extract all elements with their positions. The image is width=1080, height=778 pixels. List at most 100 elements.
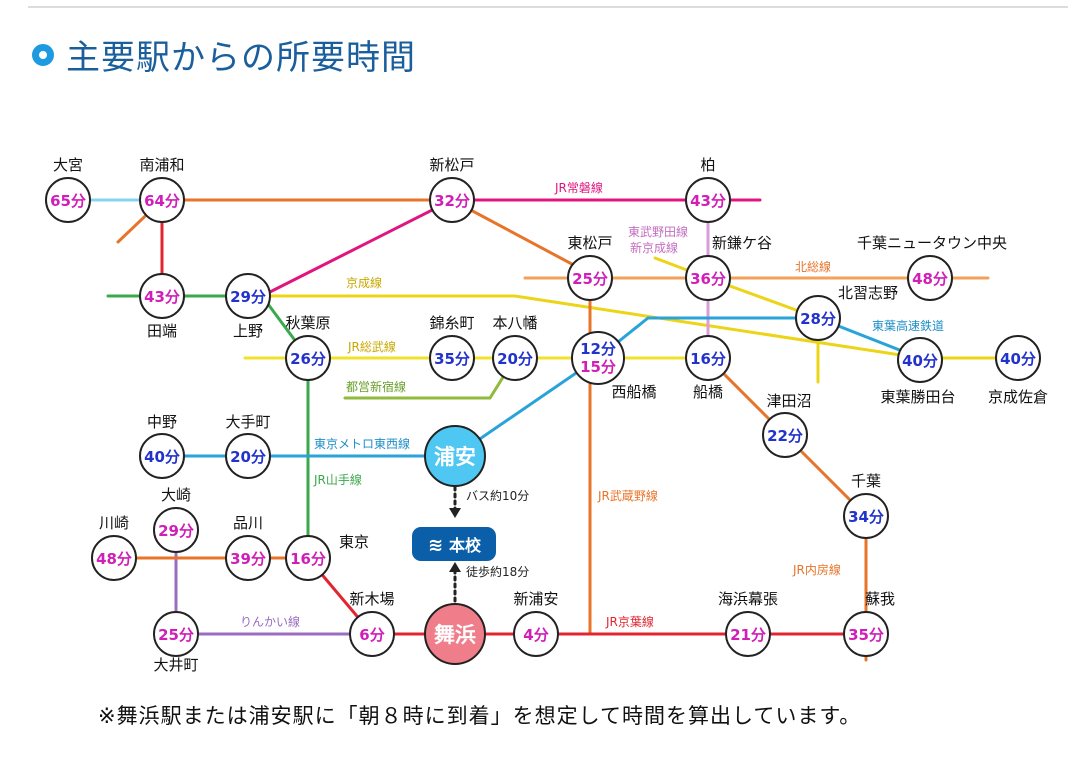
station-toyokatsutadai <box>897 337 943 383</box>
time-funabashi: 16分 <box>690 350 726 368</box>
station-motoyawata <box>492 335 538 381</box>
station-shinmatsudo <box>429 177 475 223</box>
name-toyokatsutadai: 東葉勝田台 <box>880 388 955 406</box>
walk-arrow-head <box>449 562 461 572</box>
time-soga: 35分 <box>848 626 884 644</box>
station-nishifunabashi <box>571 331 625 385</box>
station-osaki <box>153 507 199 553</box>
name-keiseisakura: 京成佐倉 <box>988 388 1048 406</box>
time-keiseisakura: 40分 <box>1000 350 1036 368</box>
time-higashimatsudo: 25分 <box>572 270 608 288</box>
name-ueno: 上野 <box>233 322 263 340</box>
name-motoyawata: 本八幡 <box>492 314 537 332</box>
station-omiya <box>45 177 91 223</box>
station-higashimatsudo <box>567 255 613 301</box>
name-kawasaki: 川崎 <box>99 514 129 532</box>
label-shinjuku: 都営新宿線 <box>346 379 406 394</box>
name-maihama-center: 舞浜 <box>434 623 476 647</box>
name-urayasu-center: 浦安 <box>434 445 476 469</box>
name-chiba: 千葉 <box>851 472 881 490</box>
label-walk: 徒歩約18分 <box>466 564 529 579</box>
route-map: JR常磐線 東武野田線 新京成線 北総線 京成線 東葉高速鉄道 JR総武線 都営… <box>45 156 1048 674</box>
label-joban: JR常磐線 <box>554 180 603 195</box>
time-otemachi: 20分 <box>230 448 266 466</box>
label-bus: バス約10分 <box>466 488 529 503</box>
station-names: 大宮 南浦和 新松戸 柏 東松戸 新鎌ケ谷 千葉ニュータウン中央 田端 上野 北… <box>53 156 1048 674</box>
time-nishifunabashi-1: 12分 <box>580 340 616 358</box>
name-tabata: 田端 <box>147 322 177 340</box>
line-tobu-noda <box>653 256 820 384</box>
name-kitanarashino: 北習志野 <box>838 284 898 302</box>
name-shinurayasu: 新浦安 <box>513 590 558 608</box>
label-keisei: 京成線 <box>346 275 382 290</box>
name-soga: 蘇我 <box>865 590 895 608</box>
name-shinmatsudo: 新松戸 <box>429 156 474 174</box>
station-kitanarashino <box>795 295 841 341</box>
time-kinshicho: 35分 <box>434 350 470 368</box>
time-tokyo: 16分 <box>290 550 326 568</box>
label-tobunoda: 東武野田線 <box>628 224 688 239</box>
station-minamiurawa <box>139 177 185 223</box>
label-tozai: 東京メトロ東西線 <box>314 436 410 451</box>
station-kinshicho <box>429 335 475 381</box>
line-keisei <box>260 294 922 360</box>
label-keiyo: JR京葉線 <box>605 614 654 629</box>
station-shinkiba <box>349 611 395 657</box>
station-funabashi <box>685 335 731 381</box>
name-oimachi: 大井町 <box>153 656 198 674</box>
time-shinagawa: 39分 <box>230 550 266 568</box>
label-uchibo: JR内房線 <box>792 562 841 577</box>
station-circles <box>45 177 1041 665</box>
label-shinkeisei: 新京成線 <box>630 240 678 255</box>
name-kinshicho: 錦糸町 <box>429 314 474 332</box>
label-musashino: JR武蔵野線 <box>597 488 658 503</box>
station-kaihinmakuhari <box>725 611 771 657</box>
time-motoyawata: 20分 <box>497 350 533 368</box>
footnote: ※舞浜駅または浦安駅に「朝８時に到着」を想定して時間を算出しています。 <box>98 704 862 728</box>
station-nakano <box>139 433 185 479</box>
section-title: 主要駅からの所要時間 <box>66 38 416 78</box>
station-shinurayasu <box>513 611 559 657</box>
time-shinkamagaya: 36分 <box>690 270 726 288</box>
station-urayasu <box>424 425 486 487</box>
name-minamiurawa: 南浦和 <box>139 156 184 174</box>
station-tabata <box>139 273 185 319</box>
label-yamanote: JR山手線 <box>313 472 362 487</box>
time-kawasaki: 48分 <box>96 550 132 568</box>
time-nishifunabashi-2: 15分 <box>580 358 616 376</box>
name-kaihinmakuhari: 海浜幕張 <box>718 590 778 608</box>
name-funabashi: 船橋 <box>693 383 723 401</box>
label-hokuso: 北総線 <box>795 259 831 274</box>
station-soga <box>843 611 889 657</box>
station-akihabara <box>285 335 331 381</box>
time-shinmatsudo: 32分 <box>434 192 470 210</box>
station-chibanewtown <box>907 255 953 301</box>
label-sobu: JR総武線 <box>347 339 396 354</box>
time-ueno: 29分 <box>230 288 266 306</box>
time-chiba: 34分 <box>848 508 884 526</box>
school-logo-icon: ≋ <box>428 535 443 556</box>
station-tokyo <box>285 535 331 581</box>
time-tsudanuma: 22分 <box>767 427 803 445</box>
school-badge: ≋ 本校 <box>412 527 496 561</box>
school-label: 本校 <box>449 536 482 555</box>
top-divider <box>28 6 1068 8</box>
time-toyokatsutadai: 40分 <box>902 352 938 370</box>
section-heading: 主要駅からの所要時間 <box>32 30 416 79</box>
station-kashiwa <box>685 177 731 223</box>
line-toyo <box>596 316 922 360</box>
station-times: 65分 64分 32分 43分 25分 36分 48分 43分 29分 28分 … <box>50 192 1036 647</box>
name-shinagawa: 品川 <box>233 514 263 532</box>
label-rinkai: りんかい線 <box>240 614 300 629</box>
time-tabata: 43分 <box>144 288 180 306</box>
time-kashiwa: 43分 <box>690 192 726 210</box>
name-omiya: 大宮 <box>53 156 83 174</box>
line-labels: JR常磐線 東武野田線 新京成線 北総線 京成線 東葉高速鉄道 JR総武線 都営… <box>240 180 944 629</box>
time-kitanarashino: 28分 <box>800 310 836 328</box>
name-akihabara: 秋葉原 <box>285 314 330 332</box>
line-yamanote <box>106 294 310 560</box>
time-chibanewtown: 48分 <box>912 270 948 288</box>
station-oimachi <box>153 611 199 657</box>
name-tsudanuma: 津田沼 <box>766 392 811 410</box>
time-shinurayasu: 4分 <box>523 626 548 644</box>
